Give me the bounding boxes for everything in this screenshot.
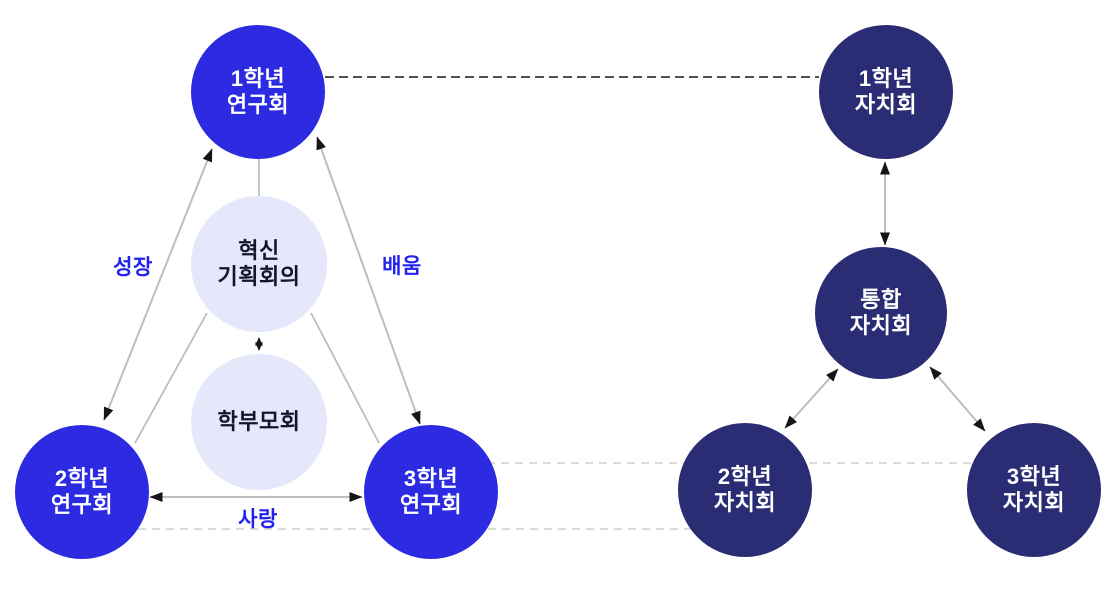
edge-innovation-research3-line (310, 312, 380, 444)
node-grade1-council: 1학년 자치회 (819, 25, 953, 159)
node-grade3-research: 3학년 연구회 (364, 425, 498, 559)
node-innovation-planning: 혁신 기획회의 (191, 196, 327, 332)
edge-research1-research2-arrow (103, 148, 213, 421)
node-grade3-council-label: 3학년 자치회 (1002, 464, 1066, 515)
node-integrated-council-label: 통합 자치회 (849, 287, 913, 338)
node-grade1-research: 1학년 연구회 (191, 25, 325, 159)
node-grade2-council-label: 2학년 자치회 (713, 464, 777, 515)
node-grade2-research-label: 2학년 연구회 (50, 466, 114, 517)
node-integrated-council: 통합 자치회 (815, 247, 947, 379)
edge-label-growth: 성장 (113, 256, 153, 279)
edge-innovation-research2-line (134, 312, 208, 444)
edge-research1-research3-arrow (316, 136, 421, 425)
node-grade2-research: 2학년 연구회 (15, 425, 149, 559)
node-parents-association-label: 학부모회 (217, 409, 301, 435)
edge-integrated-council3-arrow (929, 366, 986, 432)
node-grade2-council: 2학년 자치회 (678, 423, 812, 557)
node-grade1-research-label: 1학년 연구회 (226, 66, 290, 117)
node-grade3-research-label: 3학년 연구회 (399, 466, 463, 517)
edge-label-love: 사랑 (238, 508, 278, 531)
edge-label-learning: 배움 (382, 255, 422, 278)
node-parents-association: 학부모회 (191, 354, 327, 490)
node-grade3-council: 3학년 자치회 (967, 423, 1101, 557)
node-grade1-council-label: 1학년 자치회 (854, 66, 918, 117)
edge-integrated-council2-arrow (784, 368, 839, 429)
node-innovation-planning-label: 혁신 기획회의 (217, 238, 301, 289)
